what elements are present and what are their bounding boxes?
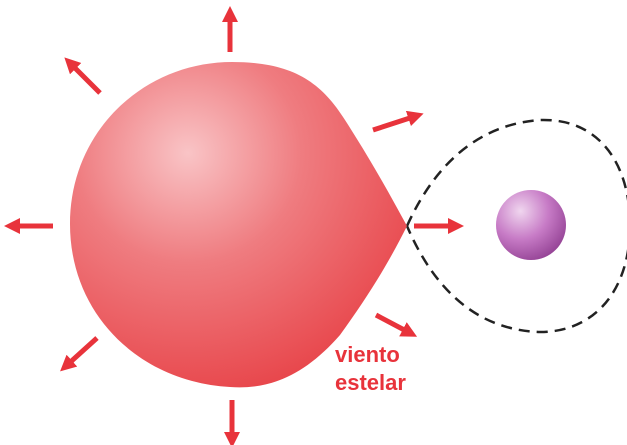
arrow-icon — [374, 312, 418, 337]
arrow-icon — [60, 336, 99, 372]
donor-star — [70, 62, 407, 388]
companion-star — [496, 190, 566, 260]
wind-label-line1: viento — [335, 342, 400, 367]
wind-label: viento estelar — [335, 342, 406, 395]
arrow-icon — [64, 57, 102, 95]
wind-label-line2: estelar — [335, 370, 406, 395]
arrow-icon — [372, 110, 424, 133]
wind-arrows — [3, 5, 465, 445]
